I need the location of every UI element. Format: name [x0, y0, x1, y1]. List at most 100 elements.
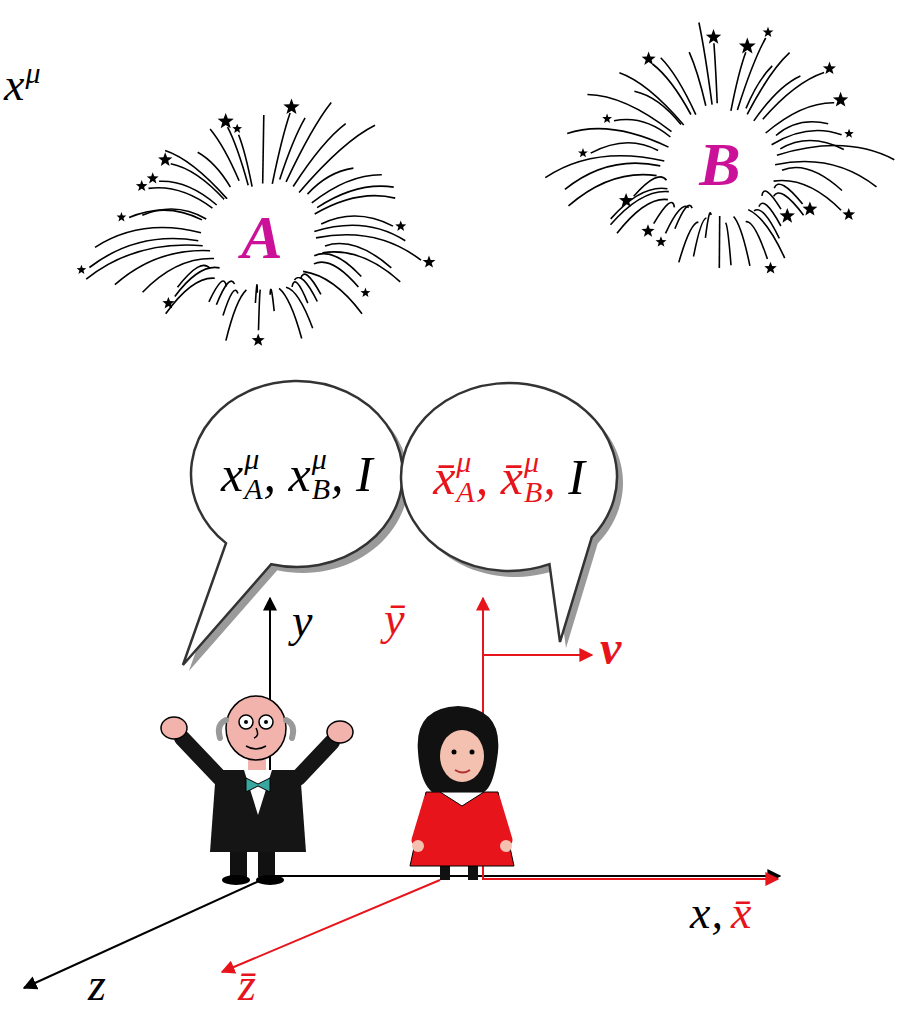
coordinate-text: μ [524, 447, 542, 477]
math-term: , I [331, 449, 373, 499]
illustration-part [244, 770, 272, 815]
firework-star [823, 62, 836, 74]
coordinate-text: μ [244, 444, 262, 474]
firework-spark [178, 265, 211, 287]
coordinate-text: , x [264, 446, 311, 502]
firework-star [833, 92, 848, 107]
velocity-arrow [483, 654, 592, 656]
illustration-part [440, 792, 484, 806]
coordinate-text: , x̄ [476, 449, 523, 505]
firework-spark [734, 217, 750, 266]
firework-spark [301, 274, 321, 294]
firework-star [77, 265, 87, 274]
axis-label: z̄ [238, 960, 256, 1011]
firework-star [147, 172, 159, 183]
firework-spark [747, 53, 789, 115]
index-stack: μA [244, 444, 262, 504]
illustration-part [219, 720, 293, 738]
firework-spark [679, 222, 699, 262]
firework-star [252, 334, 265, 346]
firework-spark [654, 202, 675, 223]
coordinate-text: B [312, 474, 330, 504]
firework-spark [766, 103, 835, 133]
firework-star [578, 148, 588, 157]
index-stack: μB [312, 444, 330, 504]
firework-spark [714, 43, 717, 103]
axis-label: , [711, 888, 723, 939]
firework-spark [666, 206, 689, 233]
math-term: , x [264, 449, 311, 499]
speech-bubble: x̄μA, x̄μB, I [398, 380, 620, 574]
illustration-part [500, 840, 512, 852]
firework-star [764, 262, 777, 274]
firework-spark [286, 287, 313, 328]
firework-star [706, 29, 722, 44]
coordinate-axes [24, 598, 780, 988]
firework-spark [569, 175, 657, 206]
firework-star [619, 193, 633, 207]
illustration-part [455, 770, 470, 773]
bubble-shape [183, 381, 403, 665]
firework-spark [115, 251, 210, 285]
illustration-part [226, 696, 286, 760]
firework-star [642, 52, 656, 65]
math-term: x [221, 449, 243, 499]
event-box: A [224, 199, 300, 277]
firework-spark [591, 143, 658, 153]
illustration-part [161, 717, 187, 739]
firework-spark [705, 213, 711, 238]
firework [545, 23, 894, 274]
firework-star [842, 208, 855, 220]
firework-star [602, 114, 612, 123]
firework-spark [314, 225, 405, 241]
firework-spark [718, 216, 720, 268]
node-content: A [224, 199, 300, 277]
coordinate-text: A [244, 474, 262, 504]
firework-star [803, 201, 818, 215]
firework-spark [142, 209, 206, 219]
firework-spark [314, 262, 359, 287]
x-axis [270, 875, 780, 877]
illustration-part [494, 800, 506, 840]
coordinate-text: A [456, 477, 474, 507]
firework-spark [198, 152, 231, 187]
firework-spark [611, 191, 669, 224]
event-box: B [682, 126, 758, 204]
firework-spark [279, 288, 302, 338]
firework-spark [565, 163, 660, 189]
firework-spark [619, 73, 683, 125]
axis-label: ȳ [384, 594, 404, 645]
illustration-part [470, 750, 475, 755]
girl-figure [410, 706, 514, 880]
index-stack: μB [524, 447, 542, 507]
coordinate-text: μ [456, 447, 474, 477]
axis-label: μ [25, 56, 40, 89]
firework-bursts [77, 23, 895, 346]
firework-spark [731, 52, 746, 111]
firework-spark [772, 131, 842, 145]
firework-spark [209, 281, 227, 302]
illustration-part [438, 720, 486, 742]
illustration-part [418, 800, 430, 840]
firework-spark [299, 125, 375, 192]
x-bar-axis [483, 878, 778, 880]
firework-star [739, 38, 756, 54]
illustration-part [298, 742, 332, 778]
z-axis [24, 876, 270, 988]
firework-spark [689, 52, 706, 106]
math-term: B [699, 132, 740, 197]
firework-spark [611, 188, 668, 219]
firework-spark [782, 168, 842, 191]
firework-spark [661, 58, 696, 115]
illustration-part [259, 715, 273, 729]
firework-star [136, 180, 148, 191]
firework-spark [86, 245, 203, 279]
firework-star [117, 212, 127, 221]
firework [77, 99, 436, 346]
firework-spark [737, 38, 765, 110]
firework-star [218, 113, 234, 128]
axis-label: y [292, 596, 312, 647]
illustration-part [264, 720, 268, 724]
firework-star [423, 255, 436, 267]
